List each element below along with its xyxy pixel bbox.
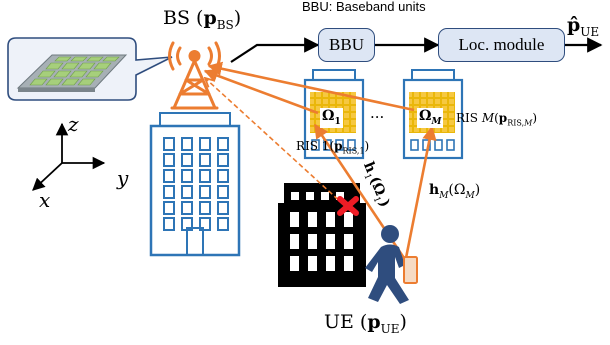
bbu-caption: BBU: Baseband units — [302, 0, 426, 14]
building-window — [434, 139, 443, 151]
building-window — [199, 201, 211, 215]
bs-tower — [168, 41, 221, 110]
ue-phone-icon — [403, 256, 418, 284]
building-window — [306, 192, 314, 200]
building-window — [163, 185, 175, 199]
building-window — [181, 137, 193, 151]
ris-panel-image — [16, 54, 128, 92]
building-window — [290, 212, 299, 227]
building-window — [323, 139, 332, 151]
building-window — [344, 234, 353, 249]
building-window — [199, 185, 211, 199]
building-window — [217, 201, 229, 215]
ue-label: UE (pUE) — [324, 311, 407, 336]
building-window — [410, 139, 419, 151]
ris-panel-callout — [7, 37, 173, 101]
channel-m-label: hM(ΩM) — [429, 182, 481, 201]
ue-person-icon — [365, 225, 409, 304]
coordinate-axes — [32, 122, 106, 191]
building-window — [217, 169, 229, 183]
bs-building — [149, 112, 241, 257]
building-window — [326, 256, 335, 271]
blockage-x-icon — [337, 196, 359, 216]
bbu-box: BBU — [318, 28, 375, 62]
building-window — [199, 169, 211, 183]
building-window — [290, 256, 299, 271]
building-window — [321, 192, 329, 200]
backhaul-links — [230, 37, 603, 63]
ellipsis: ··· — [370, 108, 385, 126]
building-window — [181, 169, 193, 183]
ris-m-label: RIS M(pRIS,M) — [456, 111, 537, 128]
building-window — [291, 192, 299, 200]
building-window — [181, 185, 193, 199]
building-window — [163, 137, 175, 151]
building-window — [163, 169, 175, 183]
bs-label: BS (pBS) — [163, 7, 242, 32]
omega-m-label: ΩM — [417, 108, 444, 128]
building-window — [217, 153, 229, 167]
building-window — [336, 192, 344, 200]
building-window — [326, 212, 335, 227]
building-window — [446, 139, 455, 151]
building-window — [199, 137, 211, 151]
building-window — [217, 217, 229, 231]
building-window — [326, 234, 335, 249]
building-window — [308, 212, 317, 227]
ris-1-label: RIS 1(pRIS,1) — [296, 139, 370, 156]
obstacle-building — [278, 183, 366, 287]
building-window — [308, 234, 317, 249]
output-label: p̂UE — [567, 14, 600, 39]
building-window — [311, 139, 320, 151]
building-window — [217, 185, 229, 199]
building-window — [344, 212, 353, 227]
axis-z-label: z — [68, 112, 79, 136]
building-window — [181, 153, 193, 167]
building-window — [163, 153, 175, 167]
omega-1-label: Ω1 — [320, 108, 343, 128]
building-window — [217, 137, 229, 151]
building-window — [199, 153, 211, 167]
building-window — [199, 217, 211, 231]
building-window — [347, 139, 356, 151]
building-window — [181, 201, 193, 215]
axis-y-label: y — [117, 166, 129, 190]
building-window — [335, 139, 344, 151]
building-window — [344, 256, 353, 271]
building-window — [308, 256, 317, 271]
building-window — [163, 201, 175, 215]
axis-x-label: x — [39, 188, 51, 212]
building-window — [163, 217, 175, 231]
loc-module-box: Loc. module — [438, 28, 565, 62]
building-window — [290, 234, 299, 249]
